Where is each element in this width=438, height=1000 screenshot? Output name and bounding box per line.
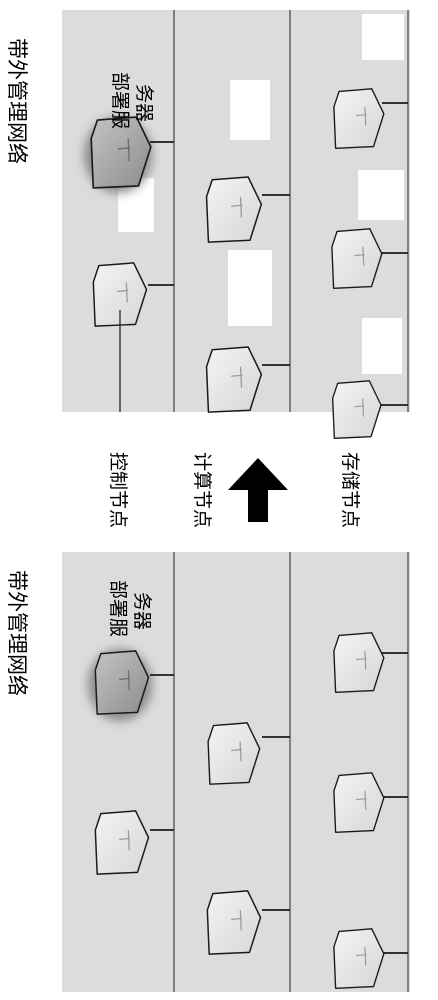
compute-node-label: 计算节点 [191, 452, 213, 528]
server-node-icon [205, 346, 263, 413]
server-node-icon [331, 380, 382, 440]
up-arrow-icon [228, 458, 288, 522]
storage-node-label: 存储节点 [339, 452, 361, 528]
control-node-label: 控制节点 [107, 452, 129, 528]
white-patch [362, 318, 402, 374]
deploy-server-label-line1: 部署服 [109, 72, 131, 129]
top-panel [62, 10, 410, 440]
bottom-panel [62, 552, 410, 992]
server-node-icon [333, 88, 385, 150]
network-label-bottom: 带外管理网络 [5, 570, 29, 696]
deploy-server-label-line1-bottom: 部署服 [107, 580, 129, 637]
server-node-icon [94, 810, 150, 875]
server-node-icon [333, 928, 385, 990]
deploy-server-icon [94, 650, 150, 715]
server-node-icon [207, 722, 261, 786]
server-node-icon [205, 176, 263, 243]
network-label-top: 带外管理网络 [5, 38, 29, 164]
white-patch [362, 14, 404, 60]
server-node-icon [206, 890, 262, 955]
white-patch [358, 170, 404, 220]
white-patch [228, 250, 272, 326]
server-node-icon [333, 772, 385, 834]
white-patch [230, 80, 270, 140]
server-node-icon [333, 632, 385, 694]
deploy-server-label-line2-bottom: 务器 [131, 592, 153, 630]
server-node-icon [331, 228, 383, 290]
deploy-server-label-line2: 务器 [133, 84, 155, 122]
